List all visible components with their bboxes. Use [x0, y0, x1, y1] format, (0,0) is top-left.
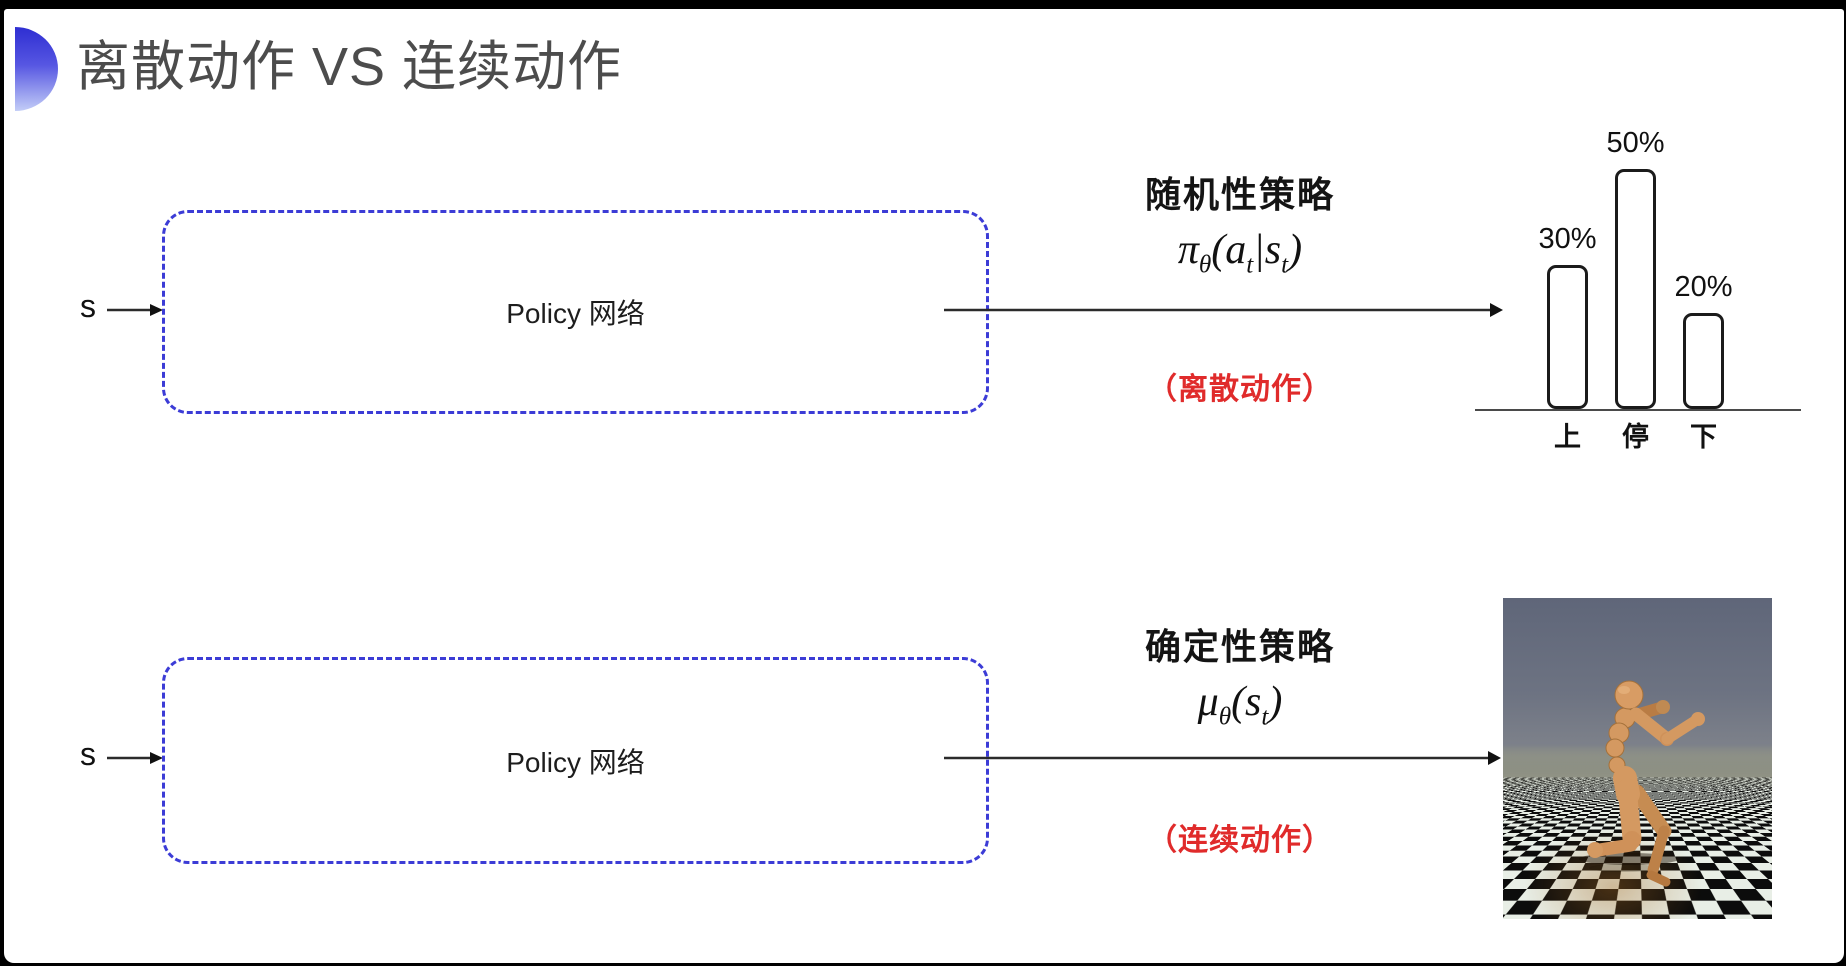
state-input-label-top: s [80, 288, 96, 324]
discrete-action-note: （离散动作） [1147, 373, 1333, 406]
bar-column: 30% [1538, 223, 1597, 409]
humanoid-robot-image [1503, 598, 1772, 919]
bar-value-label: 20% [1674, 271, 1733, 303]
stochastic-policy-formula: πθ(at|st) [1040, 226, 1440, 279]
arrow-state-to-policy-bottom [107, 752, 163, 764]
deterministic-policy-title: 确定性策略 [1144, 626, 1335, 667]
formula-close: ) [1268, 679, 1283, 725]
chart-category-labels: 上停下 [1547, 415, 1724, 454]
policy-network-box-top: Policy 网络 [162, 210, 989, 414]
deterministic-policy-formula: μθ(st) [1040, 678, 1440, 731]
title-accent-shape [15, 27, 58, 111]
continuous-action-note: （连续动作） [1147, 824, 1333, 857]
formula-theta-sub: θ [1198, 251, 1212, 279]
policy-network-label-bottom: Policy 网络 [506, 746, 645, 778]
formula-bar-s: |s [1253, 227, 1282, 273]
formula-close: ) [1288, 227, 1303, 273]
bar-column: 20% [1674, 271, 1733, 409]
bar-column: 50% [1606, 127, 1665, 409]
bar [1615, 169, 1656, 409]
arrow-state-to-policy-top [107, 304, 163, 316]
arrow-policy-to-output-top [944, 303, 1503, 317]
page-title: 离散动作 VS 连续动作 [76, 37, 623, 97]
formula-open-s: (s [1231, 679, 1262, 725]
bar-category-label: 上 [1554, 422, 1581, 452]
stochastic-policy-title: 随机性策略 [1144, 174, 1335, 215]
formula-s-sub: t [1261, 703, 1269, 731]
policy-network-label-top: Policy 网络 [506, 298, 645, 329]
formula-mu: μ [1197, 679, 1219, 725]
arrow-policy-to-output-bottom [944, 751, 1501, 765]
bar [1683, 313, 1724, 409]
policy-network-box-bottom: Policy 网络 [162, 657, 989, 864]
formula-a-sub: t [1246, 251, 1254, 279]
chart-bars: 30% 50% 20% [1538, 127, 1733, 409]
formula-open-a: (a [1211, 227, 1247, 273]
state-input-label-bottom: s [80, 736, 96, 772]
chart-axis-line [1475, 409, 1801, 411]
bar-category-label: 下 [1690, 422, 1717, 452]
formula-s-sub: t [1281, 251, 1289, 279]
formula-theta-sub: θ [1218, 703, 1232, 731]
action-probability-chart: 30% 50% 20% 上 停 下 [1475, 100, 1801, 456]
bar-category-label: 停 [1622, 422, 1649, 452]
humanoid-robot-figure [1579, 680, 1705, 887]
bar-value-label: 30% [1538, 223, 1597, 255]
formula-pi: π [1177, 227, 1199, 273]
bar [1547, 265, 1588, 409]
bar-value-label: 50% [1606, 127, 1665, 159]
